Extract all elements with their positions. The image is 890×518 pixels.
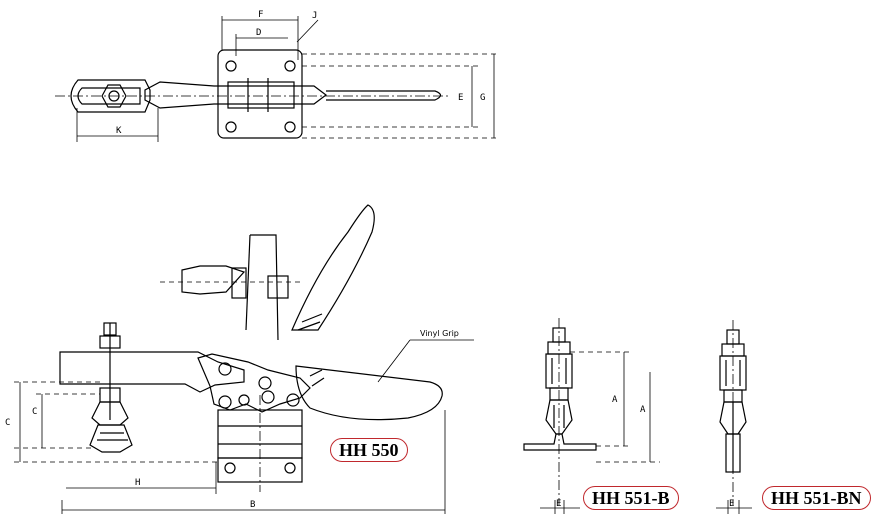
top-view: F D J K E	[55, 10, 500, 142]
dim-label-b: B	[250, 500, 255, 510]
dim-label-e-551bn: E	[729, 499, 734, 509]
model-label-hh-551-bn: HH 551-BN	[762, 486, 871, 510]
dim-label-j: J	[312, 11, 317, 21]
front-view-551-b: A A E	[523, 318, 660, 514]
vinyl-grip-note: Vinyl Grip	[420, 329, 459, 338]
model-label-hh-551-b: HH 551-B	[583, 486, 679, 510]
dim-label-e-551b: E	[556, 499, 561, 509]
dim-label-c-outer: C	[5, 418, 10, 428]
side-view: Vinyl Grip C C H B	[5, 204, 474, 514]
dim-label-c-inner: C	[32, 407, 37, 417]
dim-label-a-551b-inner: A	[640, 405, 646, 415]
dim-label-e: E	[458, 93, 463, 103]
dim-label-g: G	[480, 93, 485, 103]
dim-label-k: K	[116, 126, 122, 136]
front-view-551-bn: E	[716, 320, 752, 514]
model-label-hh-550: HH 550	[330, 438, 408, 462]
dim-label-f: F	[258, 10, 263, 20]
dim-label-d: D	[256, 28, 261, 38]
dim-label-h: H	[135, 478, 140, 488]
dim-label-a-551b-outer: A	[612, 395, 618, 405]
